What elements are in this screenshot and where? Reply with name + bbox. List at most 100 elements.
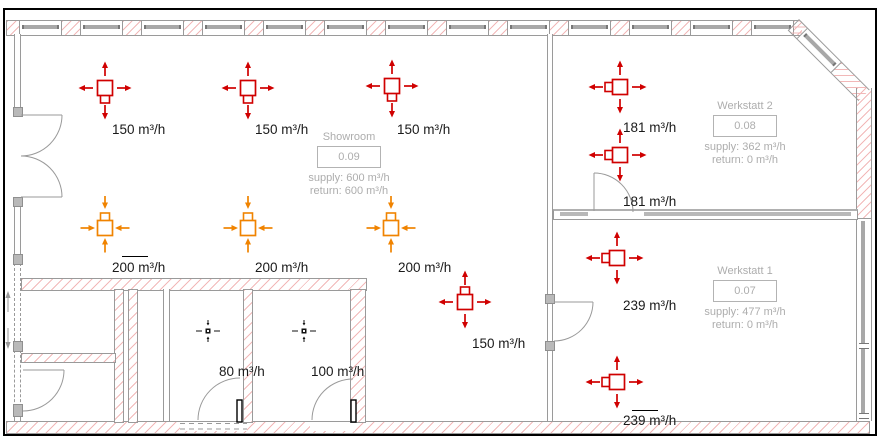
airflow-label: 181 m³/h <box>623 194 677 209</box>
room-supply: supply: 477 m³/h <box>704 306 786 318</box>
door-jamb <box>13 254 23 265</box>
room-supply: supply: 362 m³/h <box>704 141 786 153</box>
window-segment <box>690 21 732 35</box>
supply-diffuser-symbol[interactable] <box>214 54 282 122</box>
room-annotation-werkstatt2: Werkstatt 2 0.08 supply: 362 m³/h return… <box>683 100 807 167</box>
glazing-bar <box>144 25 181 29</box>
window-segment <box>202 21 244 35</box>
room-value-box[interactable]: 0.09 <box>317 146 381 168</box>
window-segment <box>629 21 671 35</box>
window-segment <box>385 21 427 35</box>
window-segment <box>263 21 305 35</box>
glazing-bar <box>388 25 425 29</box>
left-wall-segment <box>14 197 21 258</box>
door-jamb <box>13 341 23 352</box>
room-return: return: 0 m³/h <box>711 154 779 166</box>
window-segment <box>507 21 549 35</box>
supply-diffuser-symbol[interactable] <box>586 121 654 189</box>
airflow-label: 100 m³/h <box>311 364 365 379</box>
airflow-label: 200 m³/h <box>398 260 452 275</box>
room-block-top-wall <box>21 278 367 291</box>
left-wall-segment <box>14 34 21 115</box>
glazing-bar <box>205 25 242 29</box>
wall-pier <box>183 21 202 35</box>
door-jamb <box>13 404 23 417</box>
wall-pier <box>610 21 629 35</box>
window-segment <box>568 21 610 35</box>
supply-diffuser-symbol[interactable] <box>71 54 139 122</box>
supply-diffuser-symbol[interactable] <box>583 224 651 292</box>
wc-right-wall <box>350 289 366 423</box>
wall-fill <box>644 212 851 216</box>
overline-mark <box>632 410 658 411</box>
wall-pier <box>488 21 507 35</box>
airflow-label: 80 m³/h <box>219 364 265 379</box>
right-wall-pier <box>857 88 871 219</box>
wall-pier <box>122 21 141 35</box>
window-segment <box>324 21 366 35</box>
supply-diffuser-symbol[interactable] <box>358 52 426 120</box>
wall-fill <box>560 212 588 216</box>
airflow-label: 150 m³/h <box>397 122 451 137</box>
window-segment <box>19 21 61 35</box>
wall-pier <box>305 21 324 35</box>
supply-diffuser-symbol[interactable] <box>431 268 499 336</box>
window-segment <box>446 21 488 35</box>
glazing-bar <box>693 25 730 29</box>
extract-valve-symbol[interactable] <box>193 316 223 346</box>
window-segment <box>80 21 122 35</box>
room-value-box[interactable]: 0.07 <box>713 280 777 302</box>
wall-pier <box>244 21 263 35</box>
glazing-bar <box>266 25 303 29</box>
left-wall-door-opening <box>14 350 21 412</box>
door-jamb <box>13 107 23 117</box>
glazing-bar <box>571 25 608 29</box>
return-diffuser-symbol[interactable] <box>71 194 139 262</box>
airflow-label: 150 m³/h <box>112 122 166 137</box>
glazing-bar <box>22 25 59 29</box>
airflow-label: 150 m³/h <box>472 336 526 351</box>
wc-middle-wall <box>243 289 253 423</box>
glazing-bar <box>449 25 486 29</box>
wall-pier <box>549 21 568 35</box>
room-title: Werkstatt 1 <box>717 265 773 277</box>
return-diffuser-symbol[interactable] <box>214 194 282 262</box>
return-diffuser-symbol[interactable] <box>357 194 425 262</box>
right-wall-mullion <box>859 343 869 349</box>
supply-diffuser-symbol[interactable] <box>586 53 654 121</box>
airflow-label: 200 m³/h <box>255 260 309 275</box>
airflow-label: 181 m³/h <box>623 120 677 135</box>
airflow-label: 239 m³/h <box>623 298 677 313</box>
right-wall-glazing <box>861 221 865 419</box>
room-annotation-showroom: Showroom 0.09 supply: 600 m³/h return: 6… <box>287 131 411 198</box>
wall-pier <box>427 21 446 35</box>
airflow-label: 239 m³/h <box>623 413 677 428</box>
room-supply: supply: 600 m³/h <box>308 172 390 184</box>
room-value-box[interactable]: 0.08 <box>713 115 777 137</box>
room-return: return: 600 m³/h <box>309 185 389 197</box>
werkstatt-divider-wall <box>553 209 858 220</box>
supply-diffuser-symbol[interactable] <box>583 348 651 416</box>
right-wall-mullion <box>859 413 869 419</box>
wall-pier <box>6 21 19 35</box>
room-return: return: 0 m³/h <box>711 319 779 331</box>
showroom-werkstatt-divider-wall <box>547 34 553 421</box>
wall-pier <box>61 21 80 35</box>
door-jamb <box>545 294 555 304</box>
glazing-bar <box>83 25 120 29</box>
wall-pier <box>366 21 385 35</box>
airflow-label: 150 m³/h <box>255 122 309 137</box>
door-jamb <box>13 197 23 207</box>
glazing-bar <box>632 25 669 29</box>
window-segment <box>141 21 183 35</box>
top-window-wall <box>6 20 802 36</box>
drawing-frame <box>3 8 877 436</box>
bottom-wall-opening <box>310 422 355 431</box>
extract-valve-symbol[interactable] <box>289 316 319 346</box>
door-jamb <box>545 341 555 351</box>
room-annotation-werkstatt1: Werkstatt 1 0.07 supply: 477 m³/h return… <box>683 265 807 332</box>
overline-mark <box>122 256 148 257</box>
glazing-bar <box>327 25 364 29</box>
corridor-right-wall <box>163 289 170 421</box>
